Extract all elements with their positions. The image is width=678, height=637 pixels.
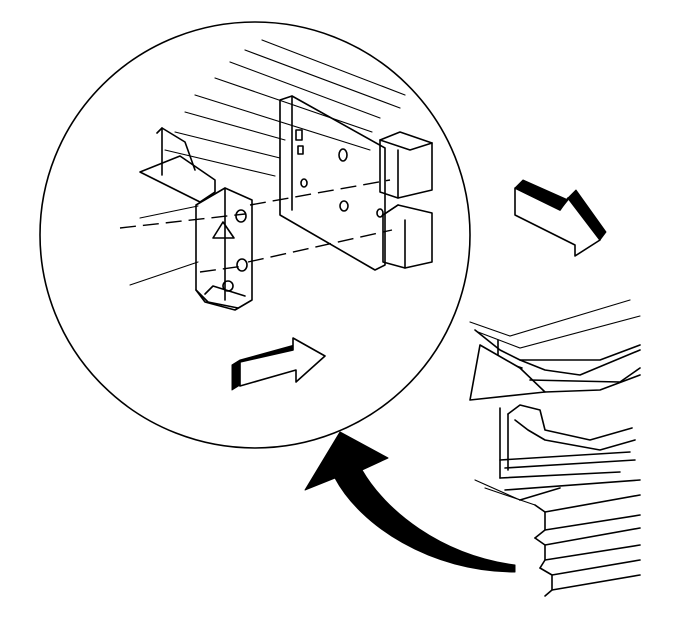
curved-pointer-arrow xyxy=(304,431,516,573)
bracket xyxy=(139,127,253,311)
direction-arrow-down-right xyxy=(514,179,607,257)
alignment-lines xyxy=(119,179,393,286)
direction-arrow-right xyxy=(231,337,326,391)
vehicle-frame-section xyxy=(469,299,641,597)
detail-circle xyxy=(39,21,471,449)
frame-rail xyxy=(164,39,433,271)
